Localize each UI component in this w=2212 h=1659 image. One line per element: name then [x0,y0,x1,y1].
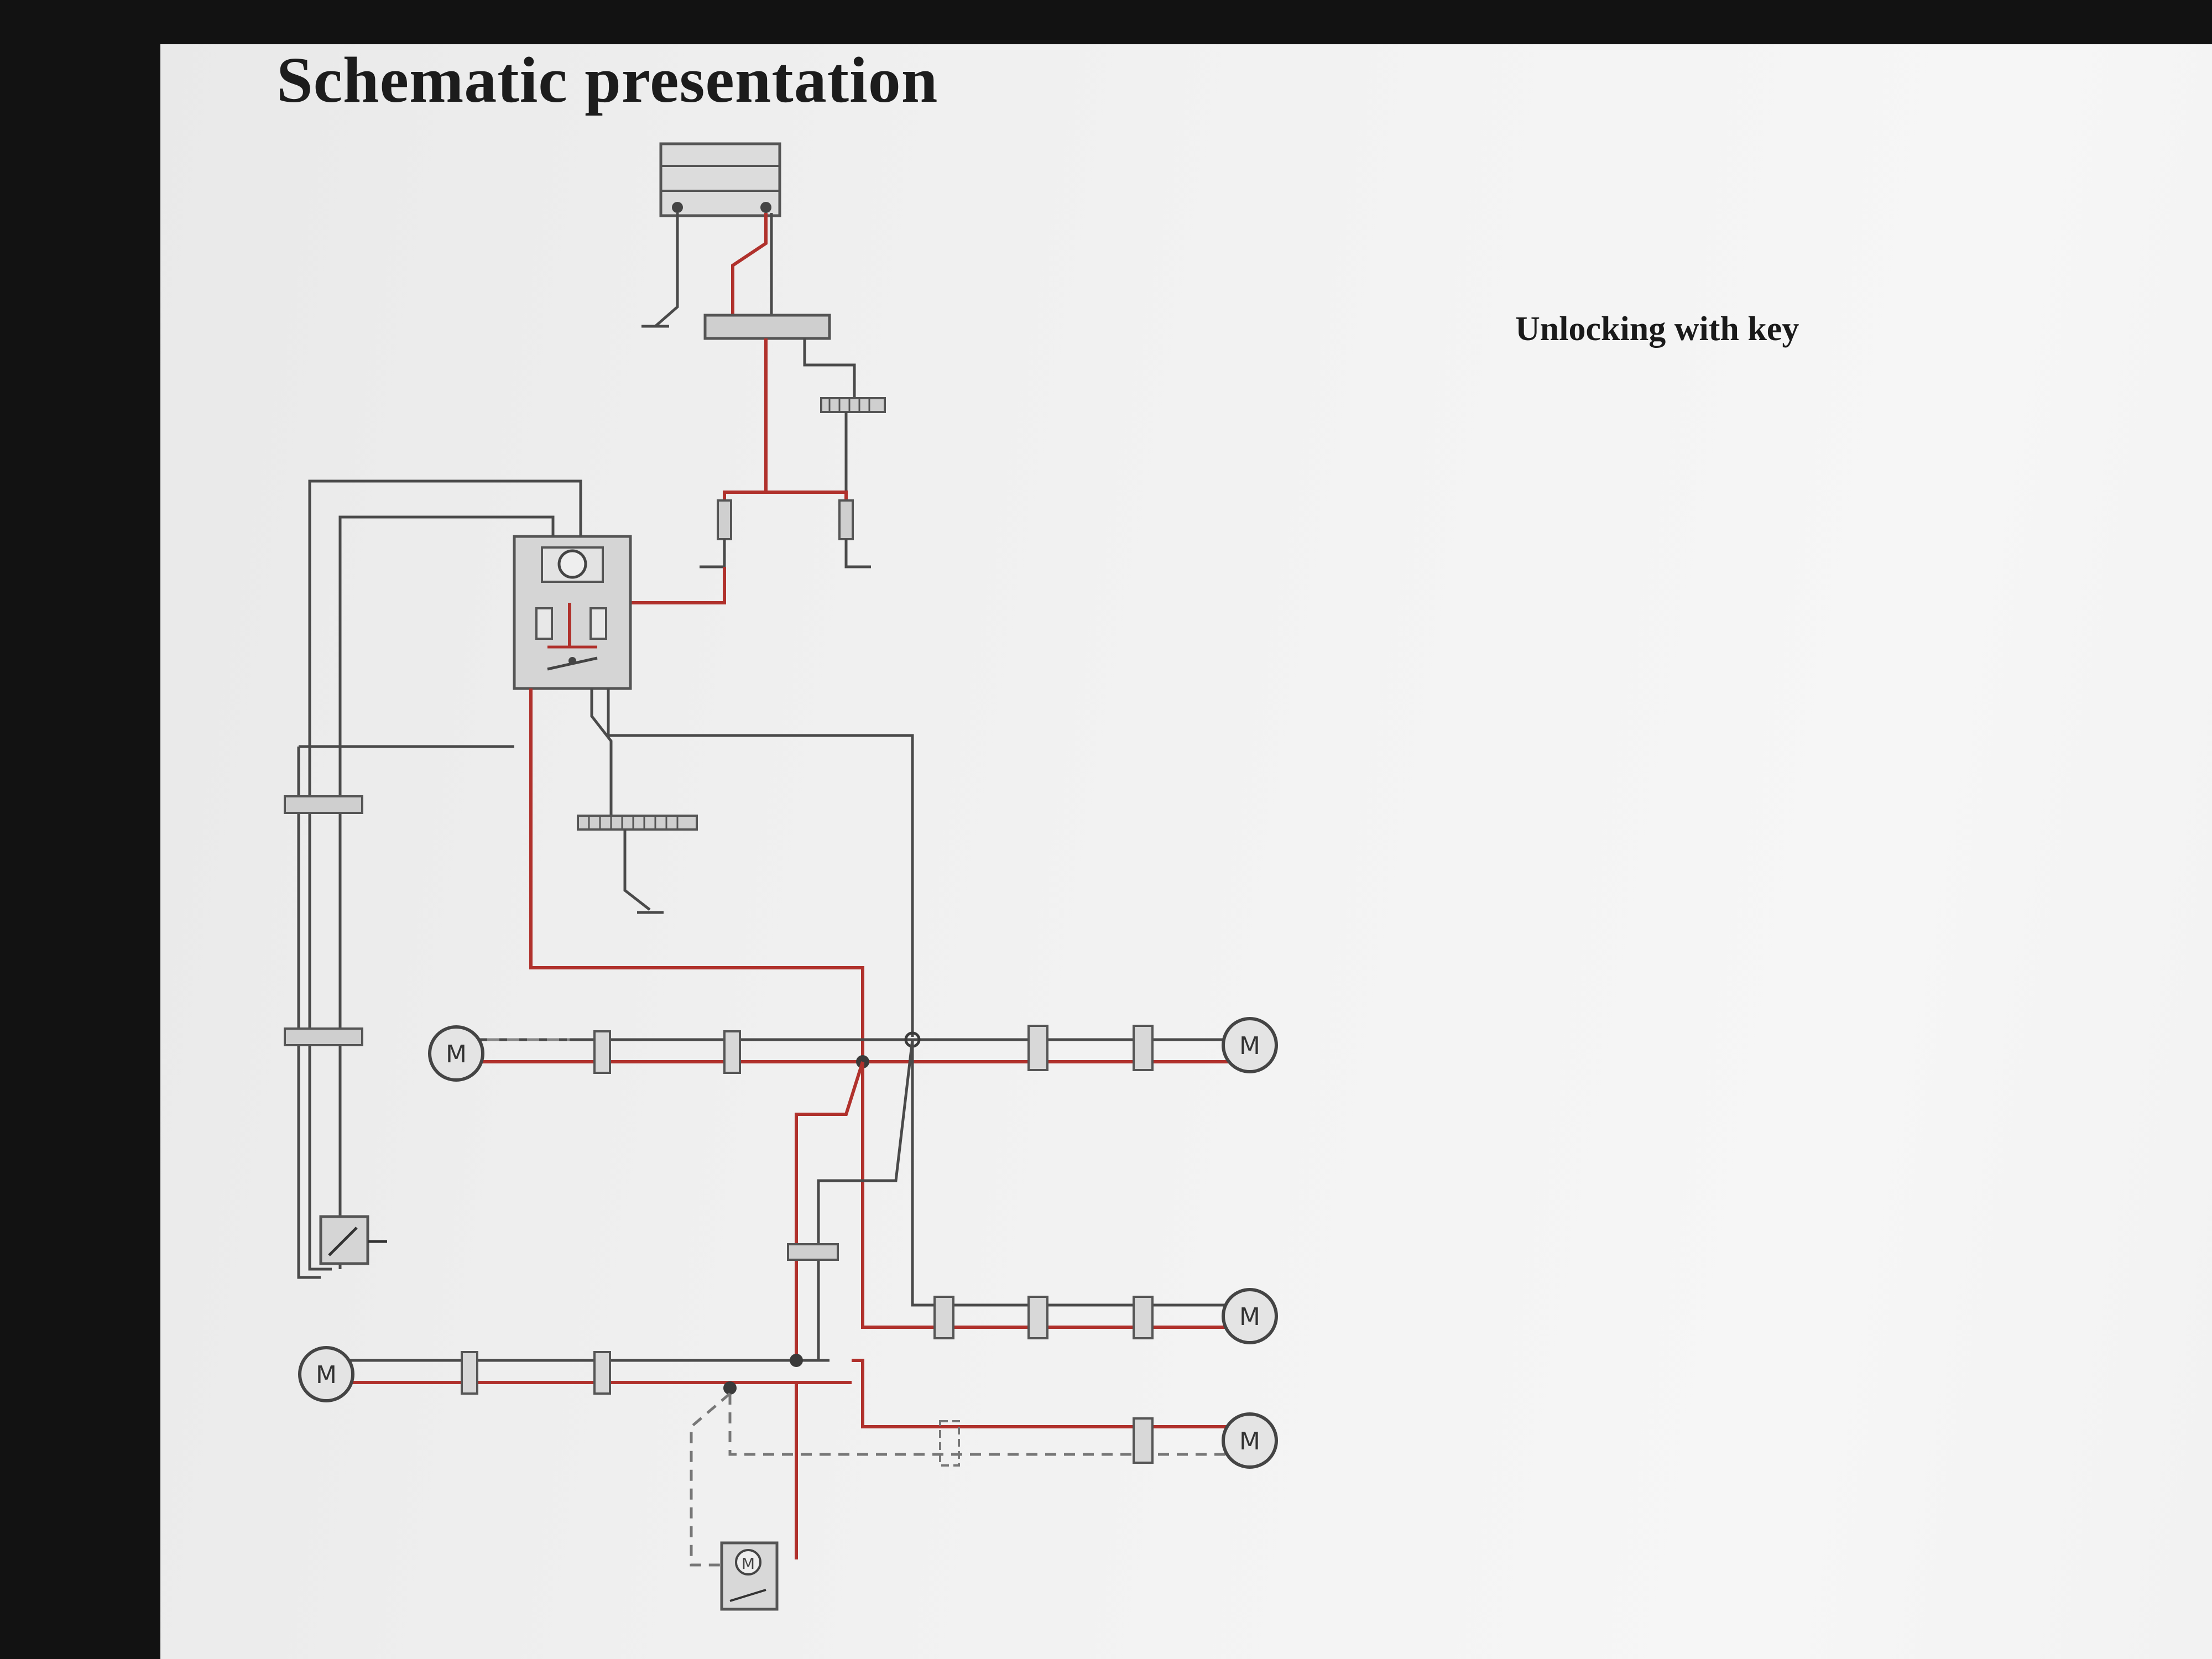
svg-text:M: M [1239,1032,1260,1060]
fuse-box [703,314,831,340]
harness-clip-2 [284,1027,363,1046]
motor-front-right: M [1222,1017,1278,1073]
motor-row-upper [453,1025,1255,1074]
control-unit-top [659,142,781,217]
feed-wire-1 [731,213,768,315]
harness-loop-inner [338,515,555,1269]
svg-text:M: M [742,1554,755,1573]
page-title: Schematic presentation [276,44,938,116]
central-lock-module [513,535,632,690]
screen-area: Schematic presentation Unlocking with ke… [160,44,2212,1659]
motor-front-left: M [428,1025,484,1082]
trunk-red [529,688,864,1062]
motor-rear-left: M [298,1346,354,1402]
connector-middle [577,815,698,831]
svg-text:M: M [446,1040,467,1068]
harness-clip-1 [284,795,363,814]
tailgate-wire-dashed [728,1394,1255,1456]
trunk-grey [607,688,914,1037]
harness-clip-3 [787,1243,839,1261]
fuel-flap-actuator: M [720,1541,779,1611]
svg-text:M: M [1239,1427,1260,1455]
harness-loop-outer [308,479,582,1271]
motor-tailgate: M [1222,1412,1278,1469]
svg-text:M: M [316,1361,337,1389]
key-switch [319,1215,387,1265]
connector-top [820,397,886,413]
svg-text:M: M [1239,1303,1260,1331]
motor-row-lower-left [326,1351,852,1395]
motor-row-rear-right [933,1296,1154,1339]
ground-top [641,213,679,328]
feed-wire-3 [723,338,768,520]
motor-rear-right: M [1222,1288,1278,1344]
wiring-schematic: M M M [284,142,1278,1611]
mode-label: Unlocking with key [1515,310,1799,348]
